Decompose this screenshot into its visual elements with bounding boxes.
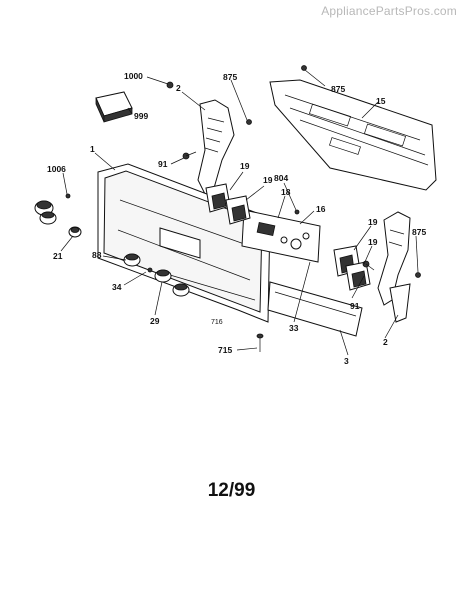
callout-34: 34	[112, 282, 122, 292]
callout-2b: 2	[383, 337, 388, 347]
callout-15: 15	[376, 96, 386, 106]
clip-part	[182, 151, 197, 160]
callout-875b: 875	[331, 84, 345, 94]
callout-19a: 19	[240, 161, 250, 171]
callout-19d: 19	[368, 237, 378, 247]
callout-999: 999	[134, 111, 148, 121]
switch-part	[225, 195, 251, 225]
callout-875c: 875	[412, 227, 426, 237]
callout-33: 33	[289, 323, 299, 333]
callout-18: 18	[281, 187, 291, 197]
knob-part	[154, 269, 172, 283]
callout-91a: 91	[158, 159, 168, 169]
callout-804: 804	[274, 173, 288, 183]
callout-716: 716	[211, 319, 223, 326]
control-board-part	[241, 209, 321, 263]
knob-part	[123, 253, 141, 267]
switch-part	[205, 183, 231, 213]
screw-part	[256, 333, 264, 352]
knob-part	[172, 283, 190, 297]
callout-19c: 19	[368, 217, 378, 227]
trim-strip-part	[267, 281, 363, 337]
callout-1006: 1006	[47, 164, 66, 174]
callout-16: 16	[316, 204, 326, 214]
screw-part	[246, 119, 252, 125]
screw-part	[147, 267, 153, 273]
screw-part	[415, 272, 421, 278]
callout-1000: 1000	[124, 71, 143, 81]
callout-21: 21	[53, 251, 63, 261]
left-end-bracket-part	[197, 99, 235, 197]
watermark: AppliancePartsPros.com	[321, 4, 457, 18]
screw-part	[65, 193, 71, 199]
right-end-bracket-part	[377, 211, 411, 323]
knob-part	[39, 211, 57, 225]
screw-part	[301, 65, 307, 71]
revision-date: 12/99	[207, 480, 256, 501]
callout-29: 29	[150, 316, 160, 326]
callout-875a: 875	[223, 72, 237, 82]
back-panel-part	[269, 79, 437, 191]
callout-88: 88	[92, 250, 102, 260]
callout-3: 3	[344, 356, 349, 366]
screw-part	[294, 209, 300, 215]
callout-1: 1	[90, 144, 95, 154]
knob-part	[34, 200, 54, 216]
callout-91b: 91	[350, 301, 360, 311]
packet-part	[95, 91, 133, 123]
callout-715: 715	[218, 345, 232, 355]
callout-2a: 2	[176, 83, 181, 93]
switch-part	[345, 261, 371, 291]
knob-part	[68, 226, 82, 238]
leader-lines	[60, 69, 419, 356]
screw-part	[166, 81, 174, 89]
callout-19b: 19	[263, 175, 273, 185]
